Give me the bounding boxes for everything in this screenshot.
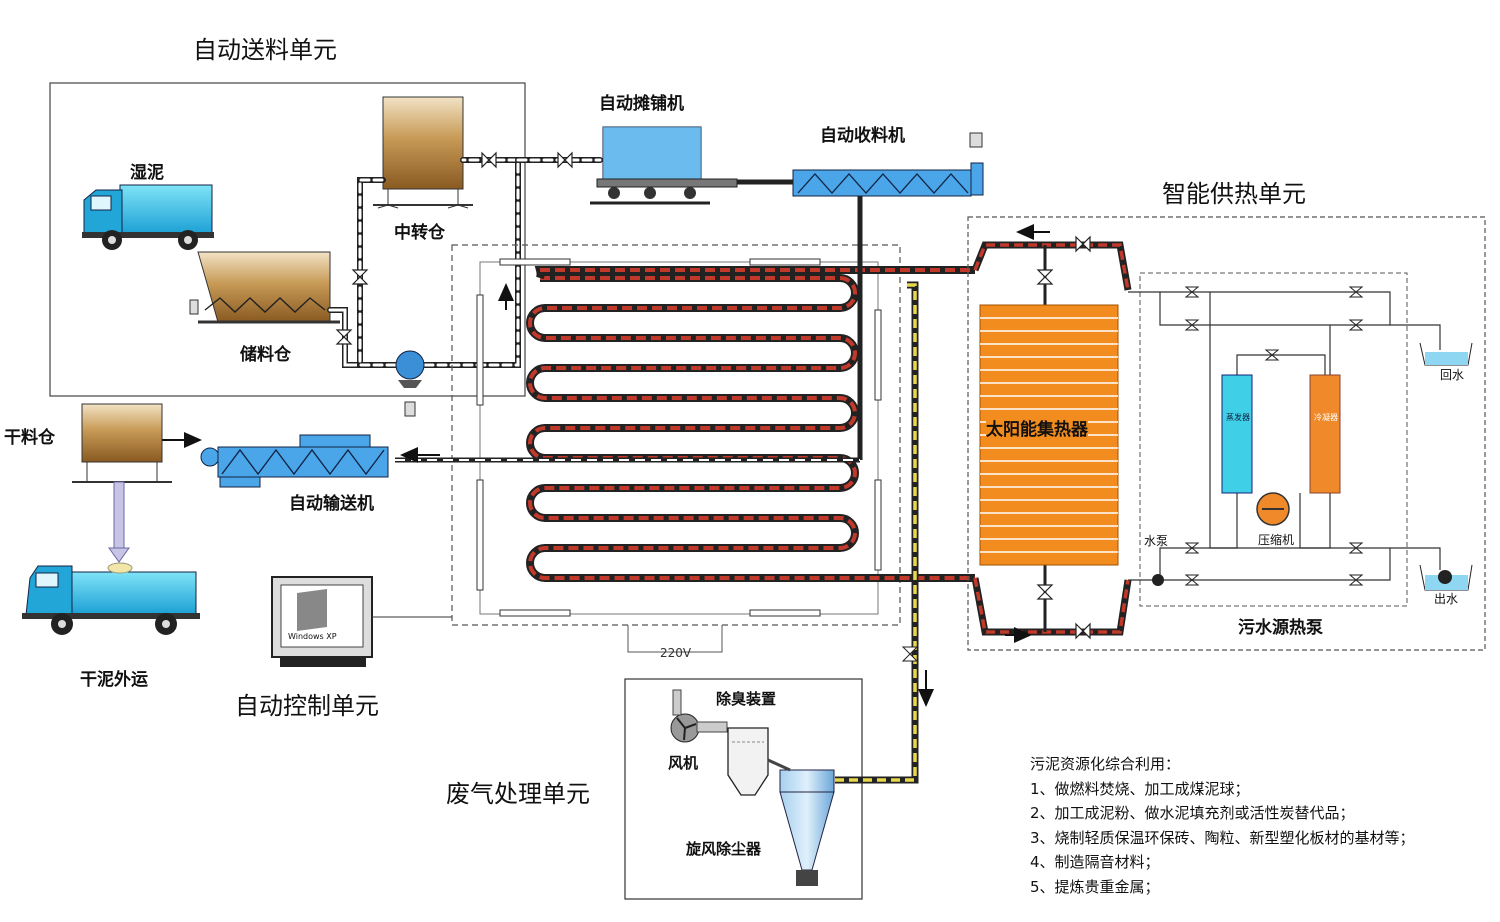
notes-title: 污泥资源化综合利用： (1030, 755, 1181, 773)
feeding-unit-frame (49, 82, 526, 397)
heat-pump-pipes (1128, 291, 1441, 581)
fan-label: 风机 (668, 754, 699, 772)
wet-sludge-label: 湿泥 (130, 163, 164, 183)
notes-item: 5、提炼贵重金属； (1030, 877, 1160, 896)
condenser-unit (1309, 374, 1341, 494)
condenser-label: 冷凝器 (1314, 413, 1338, 422)
exhaust-unit-title: 废气处理单元 (446, 780, 590, 808)
valves (335, 151, 573, 345)
deodorizer-unit (727, 727, 769, 796)
heating-unit-title: 智能供热单元 (1162, 180, 1306, 208)
notes-item: 4、制造隔音材料； (1030, 853, 1160, 871)
spreader-machine (590, 126, 738, 205)
exhaust-unit-frame (624, 678, 863, 900)
compressor-label: 压缩机 (1258, 533, 1295, 547)
water-pump-icon (1152, 574, 1164, 586)
storage-bin-label: 储料仓 (240, 345, 291, 365)
evaporator-unit (1221, 374, 1253, 494)
spreader-label: 自动摊铺机 (599, 94, 684, 114)
evaporator-label: 蒸发器 (1226, 413, 1250, 422)
return-water-label: 回水 (1440, 368, 1465, 382)
feeding-unit-title: 自动送料单元 (193, 36, 337, 64)
greenhouse-frame (451, 244, 901, 626)
utilization-notes: 污泥资源化综合利用： 1、做燃料焚烧、加工成煤泥球； 2、加工成泥粉、做水泥填充… (1030, 752, 1415, 899)
control-unit-title: 自动控制单元 (235, 692, 379, 720)
return-water-tank (1419, 342, 1473, 366)
monitor-brand-label: Windows XP (288, 632, 337, 641)
heating-unit-frame (967, 216, 1486, 651)
collector-machine (737, 132, 984, 197)
storage-bin (189, 251, 340, 324)
outlet-water-label: 出水 (1434, 592, 1459, 606)
notes-item: 2、加工成泥粉、做水泥填充剂或活性炭替代品； (1030, 804, 1355, 822)
collector-label: 自动收料机 (820, 126, 905, 146)
dry-bin-label: 干料仓 (4, 428, 55, 448)
voltage-label: 220V (660, 646, 692, 660)
transfer-bin-label: 中转仓 (394, 223, 445, 243)
wet-sludge-truck (82, 184, 214, 250)
compressor-unit (1256, 492, 1290, 526)
exhaust-pipe (835, 281, 919, 784)
cyclone-unit (767, 758, 835, 886)
heat-pump-frame (1139, 272, 1408, 607)
dry-transport-truck (22, 562, 200, 635)
outlet-water-tank (1419, 564, 1473, 591)
deodorizer-label: 除臭装置 (716, 690, 777, 708)
cyclone-label: 旋风除尘器 (686, 840, 762, 858)
transfer-bin (373, 96, 473, 209)
dry-bin (72, 403, 172, 563)
feed-pump (395, 350, 425, 417)
fan-unit (670, 689, 728, 743)
notes-item: 3、烧制轻质保温环保砖、陶粒、新型塑化板材的基材等； (1030, 828, 1415, 847)
dry-transport-label: 干泥外运 (80, 670, 148, 690)
conveyor-label: 自动输送机 (289, 494, 374, 514)
notes-item: 1、做燃料焚烧、加工成煤泥球； (1030, 779, 1250, 798)
pump-label: 水泵 (1144, 534, 1169, 548)
solar-collector-label: 太阳能集热器 (986, 415, 1088, 440)
conveyor-machine (200, 434, 389, 488)
heat-pump-label: 污水源热泵 (1238, 618, 1323, 638)
control-monitor (271, 576, 452, 667)
